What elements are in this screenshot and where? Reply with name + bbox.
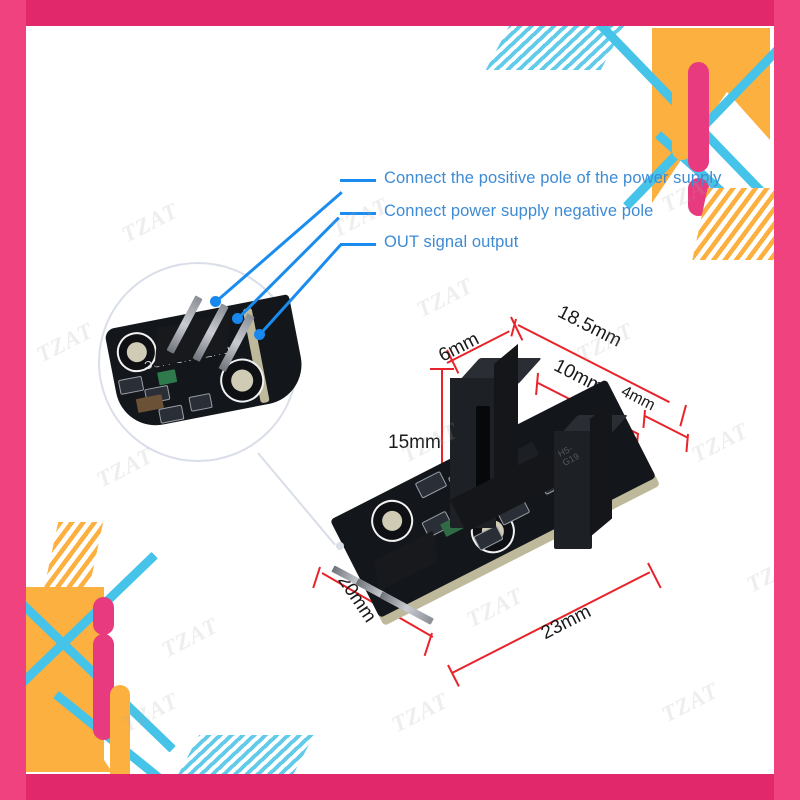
cyan-stripe-parallelogram-bottom [176, 735, 315, 777]
watermark-9: TZAT [462, 582, 528, 633]
right-arm-side-face [590, 400, 612, 537]
dim-15mm-label: 15mm [388, 432, 441, 453]
watermark-10: TZAT [657, 677, 723, 728]
frame-bottom-edge [0, 774, 800, 800]
watermark-1: TZAT [412, 272, 478, 323]
left-arm-slot-groove [476, 406, 490, 498]
watermark-0: TZAT [117, 197, 183, 248]
callout-2-horizontal [340, 212, 376, 215]
orange-pill-top [672, 30, 692, 160]
pink-pill-top [688, 62, 709, 172]
watermark-8: TZAT [157, 612, 223, 663]
orange-pill-bottom [110, 685, 130, 795]
dim-23mm-label: 23mm [537, 601, 595, 644]
frame-miter-top-left [0, 0, 26, 26]
callout-2-label: Connect power supply negative pole [384, 202, 654, 220]
callout-1-diagonal [214, 191, 343, 304]
callout-3-label: OUT signal output [384, 233, 519, 251]
dim-20mm-tick-bottom [423, 632, 433, 657]
mounting-hole-left-bore [378, 507, 406, 535]
frame-left-edge [0, 0, 26, 800]
dim-18-5mm-tick-b [679, 404, 687, 427]
frame-miter-bottom-left [0, 774, 26, 800]
dim-15mm-tick-top [430, 368, 454, 370]
watermark-12: TZAT [387, 687, 453, 738]
dim-20mm-tick-top [312, 566, 321, 589]
dim-4mm-label: 4mm [618, 382, 658, 415]
dim-4mm-tick-right [685, 433, 689, 453]
frame-top-edge [0, 0, 800, 26]
frame-miter-top-right [774, 0, 800, 26]
magnifier-stem-endpoint [336, 542, 344, 550]
inset-hole-right-bore [229, 367, 256, 394]
pink-pill-bottom-small [93, 597, 114, 635]
callout-1-horizontal [340, 179, 376, 182]
right-arm-front-face [554, 431, 592, 549]
callout-1-label: Connect the positive pole of the power s… [384, 169, 722, 187]
magnifier-stem-line [257, 452, 336, 546]
frame-miter-bottom-right [774, 774, 800, 800]
watermark-5: TZAT [92, 442, 158, 493]
watermark-7: TZAT [687, 417, 753, 468]
callout-3-horizontal [340, 243, 376, 246]
frame-right-edge [774, 0, 800, 800]
watermark-14: TZAT [32, 317, 98, 368]
pink-pill-bottom [93, 634, 114, 740]
dim-23mm-tick-right [647, 562, 662, 589]
